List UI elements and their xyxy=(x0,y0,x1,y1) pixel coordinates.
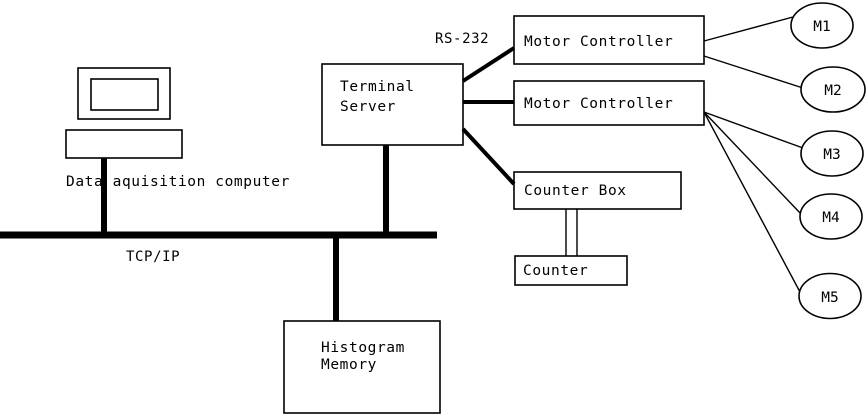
motor-m2-ellipse xyxy=(800,66,866,113)
motor-controller-2-to-m4-link xyxy=(703,111,802,215)
data-acquisition-computer-label: Data aquisition computer xyxy=(66,174,290,190)
motor-m3-label: M3 xyxy=(823,147,840,163)
motor-m5-label: M5 xyxy=(821,290,838,306)
motor-m1-label: M1 xyxy=(813,19,830,35)
motor-controller-2-label: Motor Controller xyxy=(524,96,673,112)
motor-controller-1-box xyxy=(513,15,705,65)
counter-box-box xyxy=(513,171,682,210)
computer-base xyxy=(65,129,183,159)
motor-m4-label: M4 xyxy=(822,210,840,226)
histogram-memory-box xyxy=(283,320,441,414)
motor-controller-2-to-m3-link xyxy=(703,111,804,149)
terminal-server-to-counter-box-link xyxy=(461,127,516,186)
motor-m5-ellipse xyxy=(798,272,862,320)
monitor-screen xyxy=(90,78,159,111)
histogram-memory-label-line1: Histogram xyxy=(321,340,405,356)
tcpip-link-label: TCP/IP xyxy=(126,249,180,265)
motor-controller-1-label: Motor Controller xyxy=(524,34,673,50)
motor-m4-ellipse xyxy=(799,193,863,240)
terminal-server-label-line1: Terminal xyxy=(340,79,415,95)
counter-box xyxy=(514,255,628,286)
histogram-memory-label-line2: Memory xyxy=(321,357,377,373)
counter-box-label: Counter Box xyxy=(524,183,627,199)
rs232-link-label: RS-232 xyxy=(435,31,489,47)
motor-controller-2-to-m5-link xyxy=(703,111,801,293)
motor-controller-1-to-m1-link xyxy=(703,16,794,42)
counter-label: Counter xyxy=(523,263,588,279)
terminal-server-box xyxy=(321,63,464,146)
terminal-server-to-motor-controller-1-link xyxy=(461,46,516,83)
motor-m1-ellipse xyxy=(790,2,854,49)
motor-controller-1-to-m2-link xyxy=(703,55,804,89)
motor-m2-label: M2 xyxy=(824,83,841,99)
terminal-server-label-line2: Server xyxy=(340,99,396,115)
motor-m3-ellipse xyxy=(800,130,864,177)
